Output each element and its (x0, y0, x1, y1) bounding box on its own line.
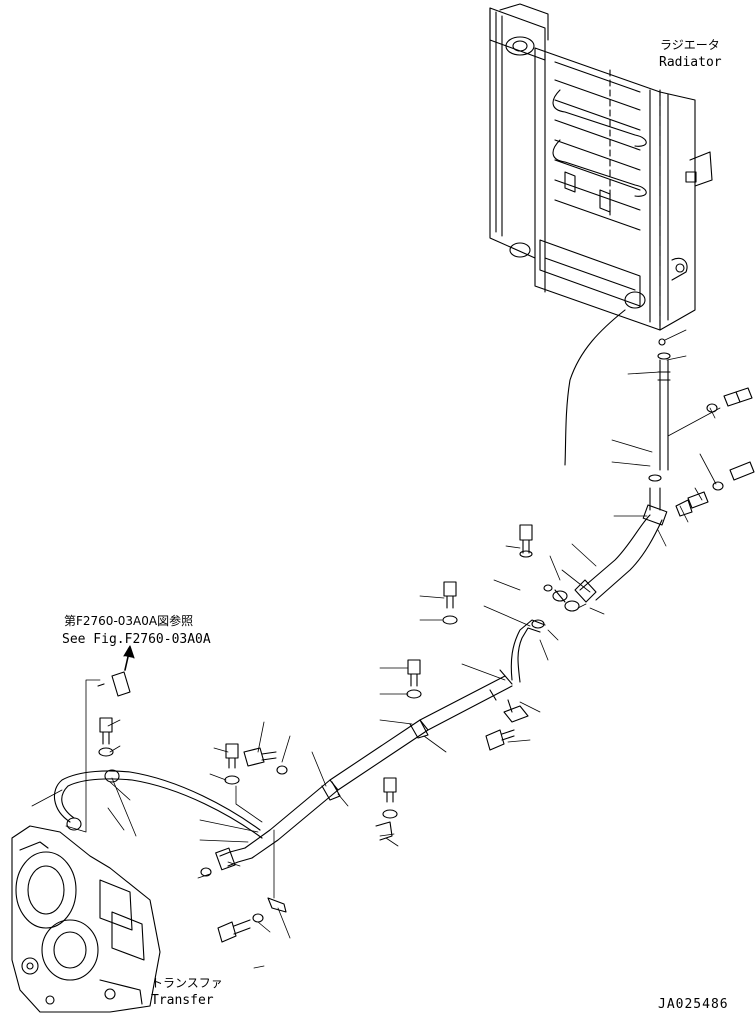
bolt-h (485, 729, 515, 751)
reference-label-ja: 第F2760-03A0A図参照 (64, 614, 194, 628)
radiator-label-en: Radiator (659, 55, 722, 70)
hose-left-loop (53, 769, 263, 839)
bolt-d (98, 717, 114, 757)
transfer-label-en: Transfer (151, 993, 214, 1008)
bolt-radiator-upper (706, 387, 753, 413)
leader-lines (31, 329, 721, 969)
bolt-radiator-lower (712, 461, 755, 491)
hose-lower (200, 847, 253, 877)
fitting-cluster (543, 584, 580, 612)
bolt-lower (217, 897, 287, 943)
hose-upper (574, 504, 668, 603)
transfer-case (11, 825, 161, 1013)
radiator (489, 3, 713, 466)
hose-s-curve (510, 619, 546, 683)
bolt-e (224, 743, 240, 785)
radiator-outlet-tube (648, 338, 671, 511)
radiator-label-ja: ラジエータ (660, 38, 720, 52)
bolt-g (375, 777, 398, 841)
bolt-b (442, 581, 458, 625)
plug-fitting (97, 645, 135, 697)
bracket-mid (503, 699, 529, 723)
bolt-f (243, 747, 288, 775)
bolt-c (406, 659, 422, 699)
drawing-number: JA025486 (658, 997, 729, 1012)
transfer-label-ja: トランスファ (151, 976, 223, 990)
clip-radiator (675, 491, 709, 517)
bolt-a (519, 524, 533, 558)
reference-label-en: See Fig.F2760-03A0A (62, 632, 211, 647)
main-pipe (244, 669, 513, 859)
